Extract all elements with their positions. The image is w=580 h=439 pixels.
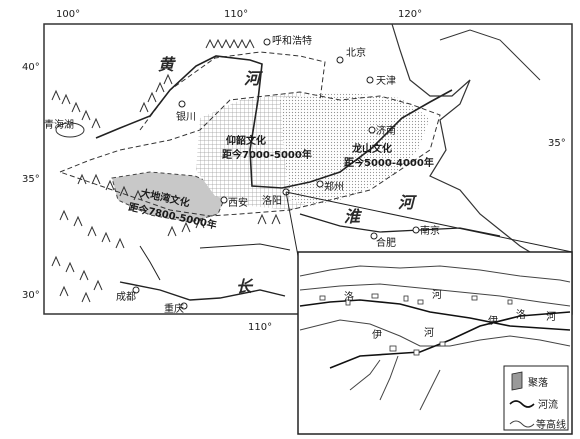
label-chang: 长 (236, 277, 254, 296)
city-zhengzhou: 郑州 (324, 180, 344, 193)
coast-north (439, 29, 541, 81)
inset-label-he-2: 河 (546, 311, 556, 323)
city-xian: 西安 (228, 196, 248, 209)
inset-connector-right (285, 191, 573, 253)
dadiwan-culture-area (111, 171, 229, 223)
lat-30-label: 30° (22, 290, 40, 301)
yangshao-name: 仰韶文化 (226, 134, 266, 147)
inset-contour-2 (299, 283, 571, 307)
lat-35-label: 35° (22, 174, 40, 185)
city-jinan: 济南 (376, 124, 396, 137)
city-chengdu: 成都 (116, 291, 136, 303)
yellow-river (95, 55, 453, 189)
region-outline (58, 91, 441, 217)
jialing-river (139, 245, 161, 281)
yangtze-river (119, 281, 286, 301)
city-qinghai-lake: 青海湖 (44, 118, 74, 131)
city-nanjing: 南京 (420, 224, 440, 237)
city-chongqing: 重庆 (164, 302, 184, 315)
lat-35-right-label: 35° (548, 138, 566, 149)
label-huai: 淮 (344, 207, 363, 226)
legend-contour-swatch (509, 420, 535, 428)
legend-contour-label: 等高线 (536, 418, 566, 431)
inset-label-luo-2: 洛 (516, 308, 526, 321)
inset-label-luo-1: 洛 (344, 290, 354, 303)
legend-river-label: 河流 (538, 398, 558, 411)
city-yinchuan: 银川 (176, 110, 196, 123)
inset-contour-1 (299, 265, 571, 283)
inset-label-he-1: 河 (432, 289, 442, 301)
label-he-1: 河 (244, 69, 263, 88)
legend-river-swatch (509, 400, 535, 408)
longshan-name: 龙山文化 (351, 142, 392, 155)
city-luoyang: 洛阳 (262, 194, 282, 207)
lon-100-label: 100° (56, 9, 80, 20)
city-beijing: 北京 (346, 46, 366, 59)
inset-settlements (319, 293, 513, 356)
legend-settlement-label: 聚落 (528, 377, 548, 389)
qinghai-lake-shape (55, 122, 85, 138)
label-he-2: 河 (398, 193, 417, 212)
inset-connector-left (285, 191, 299, 257)
longshan-culture-area (280, 92, 430, 206)
inset-label-yi-2: 伊 (372, 329, 382, 341)
city-tianjin: 天津 (376, 75, 396, 87)
coastline (391, 23, 573, 263)
inset-map: 洛 河 伊 洛 河 伊 河 聚落 河流 等高线 (297, 251, 573, 435)
inset-yi-river (329, 311, 571, 369)
mountain-symbols (51, 38, 281, 303)
inset-legend: 聚落 河流 等高线 (503, 365, 569, 431)
city-hohhot: 呼和浩特 (272, 35, 312, 47)
lon-110-bottom-label: 110° (248, 322, 272, 333)
inset-luo-river (299, 299, 571, 331)
inset-tributaries (349, 355, 441, 411)
label-huang: 黄 (158, 55, 176, 74)
lat-40-label: 40° (22, 62, 40, 73)
city-hefei: 合肥 (376, 236, 396, 249)
legend-settlement-swatch (511, 371, 523, 391)
yangshao-date: 距今7000-5000年 (222, 148, 312, 161)
inset-label-yi-1: 伊 (488, 315, 498, 327)
city-markers (132, 38, 420, 310)
longshan-date: 距今5000-4000年 (344, 156, 434, 169)
lon-110-label: 110° (224, 9, 248, 20)
lon-120-label: 120° (398, 9, 422, 20)
inset-label-he-3: 河 (424, 327, 434, 339)
han-river (199, 243, 291, 251)
huai-river (299, 213, 501, 237)
